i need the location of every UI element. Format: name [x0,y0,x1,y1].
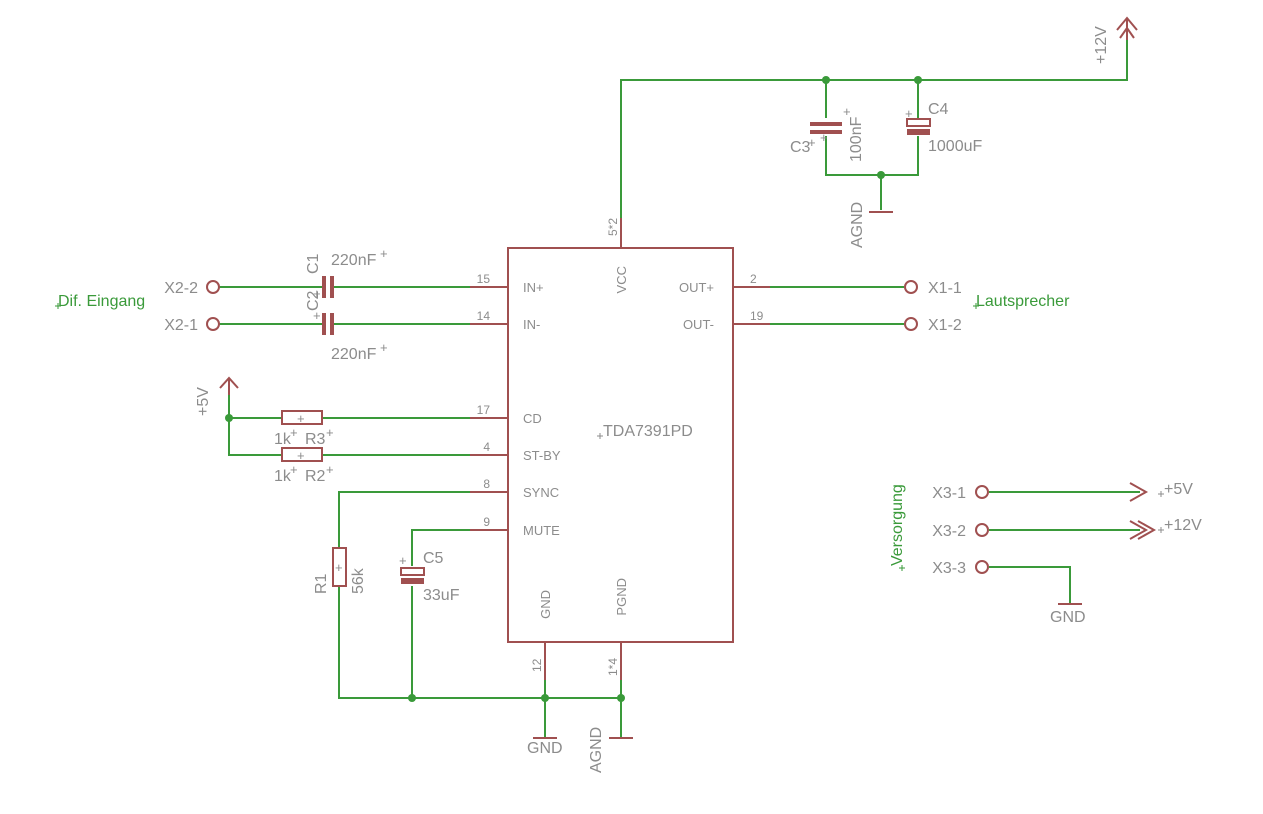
svg-text:+: + [313,286,321,301]
net-label-input: Dif. Eingang [58,293,145,310]
capacitor-c1: C1 220nF + + [305,246,388,301]
svg-text:+: + [820,130,828,145]
gnd-bottom-label: GND [527,740,563,757]
svg-text:+: + [843,104,851,119]
pin-label-pgnd: PGND [614,578,629,616]
pin-label-out-minus: OUT- [683,317,714,332]
pin-number-1x4: 1*4 [606,658,620,676]
svg-text:+: + [313,308,321,323]
v12-right-label: +12V [1164,517,1202,534]
supply-12v-top: +12V [1093,16,1138,64]
r1-name: R1 [313,573,330,594]
svg-text:+: + [905,106,913,121]
pin-number-8: 8 [483,477,490,491]
connector-x3-2: X3-2 [932,523,966,540]
c4-value: 1000uF [928,138,982,155]
svg-text:+: + [335,560,343,575]
connector-x3-3: X3-3 [932,560,966,577]
agnd-bottom-symbol: AGND [588,727,633,773]
c3-value: 100nF [848,116,865,162]
supply-5v-left: +5V [195,376,239,416]
connector-x2-1: X2-1 [164,317,198,334]
gnd-right-label: GND [1050,609,1086,626]
capacitor-c4: + C4 1000uF [905,101,982,155]
net-label-supply: Versorgung [889,484,906,566]
supply-connector: X3-1 X3-2 X3-3 Versorgung +5V +12V GND [889,481,1202,626]
resistor-r3: + 1k R3 + + [274,410,334,448]
pin-label-in-plus: IN+ [523,280,544,295]
pin-label-out-plus: OUT+ [679,280,714,295]
r2-value: 1k [274,468,292,485]
wires [219,38,1140,738]
connector-x1-1: X1-1 [928,280,962,297]
c2-name: C2 [305,290,322,311]
c3-name: C3 [790,139,811,156]
svg-text:+: + [290,425,298,440]
v5-left-label: +5V [195,387,212,416]
resistor-r1: + R1 56k [313,547,367,594]
pin-label-stby: ST-BY [523,448,561,463]
svg-text:+: + [290,462,298,477]
r1-value: 56k [350,567,367,594]
pin-label-in-minus: IN- [523,317,540,332]
pin-number-14: 14 [477,309,491,323]
net-label-output: Lautsprecher [976,293,1070,310]
pin-number-15: 15 [477,272,491,286]
svg-text:+: + [297,411,305,426]
svg-text:+: + [380,340,388,355]
pin-label-sync: SYNC [523,485,559,500]
r2-name: R2 [305,468,326,485]
r3-name: R3 [305,431,326,448]
pin-number-4: 4 [483,440,490,454]
gnd-bottom-symbol: GND [527,737,563,757]
ic-tda7391pd: TDA7391PD IN+ IN- CD ST-BY SYNC MUTE OUT… [470,218,770,680]
c5-name: C5 [423,550,444,567]
svg-text:+: + [399,553,407,568]
svg-text:+: + [326,462,334,477]
agnd-top-label: AGND [849,202,866,248]
junctions [225,76,922,702]
capacitor-c3: C3 100nF + + + [790,104,865,162]
v12-top-label: +12V [1093,26,1110,64]
pin-number-17: 17 [477,403,491,417]
resistor-r2: + 1k R2 + + [274,447,334,485]
c1-value: 220nF [331,252,377,269]
c1-name: C1 [305,253,322,274]
capacitor-c5: + C5 33uF [399,550,460,604]
output-connector: X1-1 X1-2 Lautsprecher [904,280,1070,334]
pin-number-12: 12 [530,658,544,672]
pin-label-cd: CD [523,411,542,426]
capacitor-c2: C2 220nF + + [305,290,388,363]
svg-text:+: + [380,246,388,261]
agnd-bottom-label: AGND [588,727,605,773]
c5-value: 33uF [423,587,460,604]
ic-name: TDA7391PD [603,423,693,440]
pin-label-mute: MUTE [523,523,560,538]
input-connector: X2-2 X2-1 Dif. Eingang [55,280,220,334]
agnd-top-symbol: AGND [849,202,893,248]
pin-number-5x2: 5*2 [606,218,620,236]
pin-number-9: 9 [483,515,490,529]
c2-value: 220nF [331,346,377,363]
r3-value: 1k [274,431,292,448]
v5-right-label: +5V [1164,481,1193,498]
svg-text:+: + [808,135,816,150]
pin-number-19: 19 [750,309,764,323]
connector-x1-2: X1-2 [928,317,962,334]
c4-name: C4 [928,101,949,118]
svg-text:+: + [326,425,334,440]
svg-text:+: + [297,448,305,463]
connector-x3-1: X3-1 [932,485,966,502]
connector-x2-2: X2-2 [164,280,198,297]
pin-label-gnd: GND [538,590,553,619]
pin-number-2: 2 [750,272,757,286]
pin-label-vcc: VCC [614,266,629,293]
